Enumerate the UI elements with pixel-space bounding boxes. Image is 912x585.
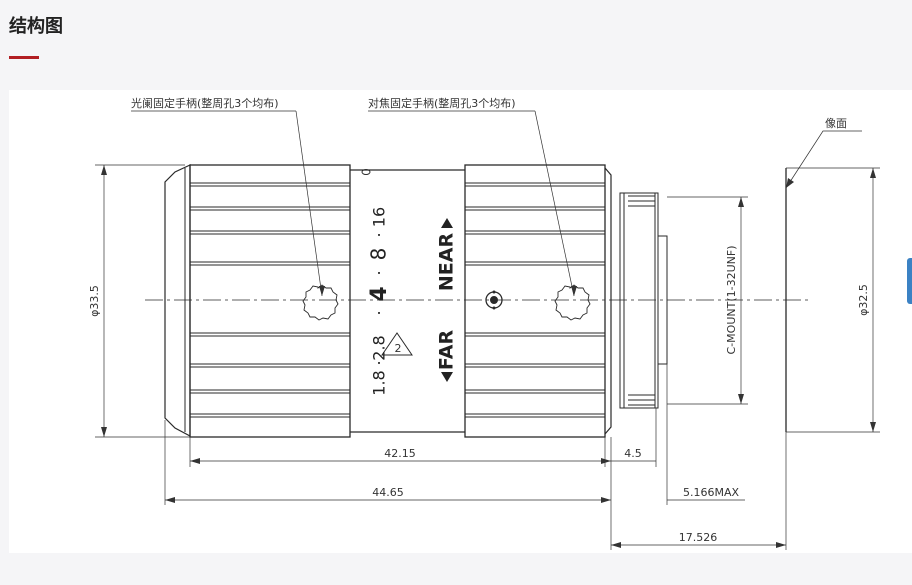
aperture-dot: · xyxy=(370,360,389,365)
body-length-dim: 42.15 xyxy=(384,447,416,460)
aperture-mark-1.8: 1.8 xyxy=(370,370,389,395)
image-plane-callout: 像面 xyxy=(825,117,847,130)
focus-far-label: FAR xyxy=(436,330,458,371)
max-protrusion-dim: 5.166MAX xyxy=(683,486,740,499)
front-diameter-dim: φ33.5 xyxy=(88,285,101,317)
rear-flange xyxy=(604,167,612,435)
total-length-dim: 44.65 xyxy=(372,486,404,499)
lens-structure-drawing: 16 · 8 · 4 · 2.8 · 1.8 NEAR FAR 2 光阑固定手柄… xyxy=(88,96,880,550)
c-mount-thread xyxy=(619,192,668,409)
aperture-mark-8: 8 xyxy=(367,248,391,261)
aperture-mark-4: 4 xyxy=(367,286,392,301)
back-focus-dim: 17.526 xyxy=(679,531,718,544)
focus-locking-screw xyxy=(554,284,591,321)
title-underline xyxy=(9,56,39,59)
aperture-dot: · xyxy=(370,310,389,315)
focus-lock-screw xyxy=(485,290,503,310)
front-lens-element xyxy=(164,164,191,437)
flange-offset-dim: 4.5 xyxy=(624,447,642,460)
aperture-dot: · xyxy=(370,232,389,237)
side-floating-tab[interactable] xyxy=(907,258,912,304)
structure-drawing-panel: 16 · 8 · 4 · 2.8 · 1.8 NEAR FAR 2 光阑固定手柄… xyxy=(9,90,912,553)
focus-near-label: NEAR xyxy=(436,233,458,292)
section-title: 结构图 xyxy=(9,16,63,37)
aperture-mark-16: 16 xyxy=(370,207,389,227)
rear-grip-ring xyxy=(464,164,606,438)
aperture-mark-2.8: 2.8 xyxy=(370,335,389,360)
aperture-handle-callout: 光阑固定手柄(整周孔3个均布) xyxy=(131,96,279,110)
focus-handle-callout: 对焦固定手柄(整周孔3个均布) xyxy=(368,96,516,110)
mount-thread-label: C-MOUNT(1-32UNF) xyxy=(725,246,738,355)
front-grip-ring xyxy=(189,164,351,438)
warning-symbol-number: 2 xyxy=(395,342,402,355)
warning-triangle xyxy=(381,332,413,356)
rear-diameter-dim: φ32.5 xyxy=(857,284,870,316)
aperture-dot: · xyxy=(370,270,389,275)
aperture-locking-screw xyxy=(302,284,339,321)
